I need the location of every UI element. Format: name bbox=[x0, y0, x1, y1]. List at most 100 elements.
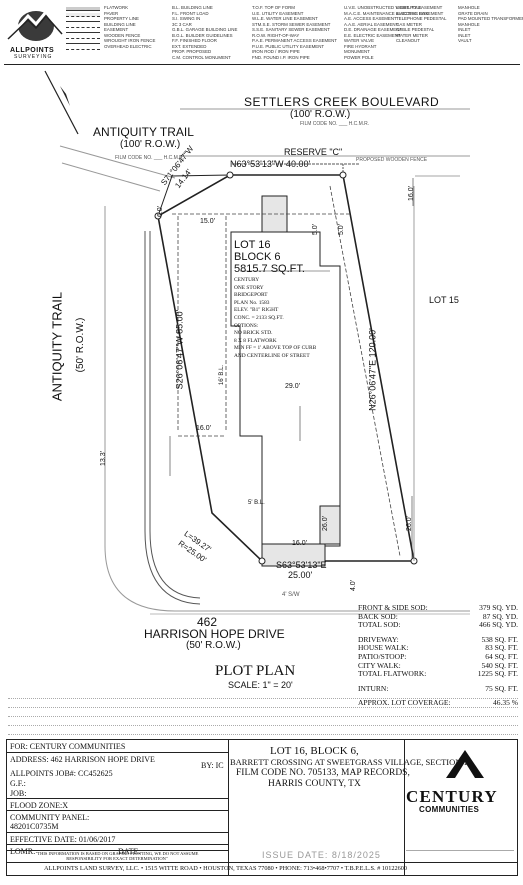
dim-16-mid: 16.0' bbox=[196, 425, 211, 432]
sod-label: CITY WALK: bbox=[358, 660, 401, 670]
legend-item: U.V.E. UNOBSTRUCTED VISIBILITY EASEMENT bbox=[344, 5, 443, 10]
house-detail-line: OPTIONS: bbox=[234, 322, 259, 329]
legend-item: PAD MOUNTED TRANSFORMER bbox=[458, 16, 523, 21]
sod-value: 466 SQ. YD. bbox=[479, 620, 518, 630]
sod-value: 64 SQ. FT. bbox=[485, 652, 518, 661]
sod-label: TOTAL SOD: bbox=[358, 620, 401, 630]
legend-swatch bbox=[66, 24, 100, 28]
house-detail-line: AND CENTERLINE OF STREET bbox=[234, 353, 310, 359]
legend-item: P.A.E. PERMANENT ACCESS EASEMENT bbox=[252, 38, 337, 43]
legend-item: EXT. EXTENDED bbox=[172, 43, 207, 49]
issue-date: ISSUE DATE: 8/18/2025 bbox=[262, 850, 381, 860]
community-panel-label: COMMUNITY PANEL: bbox=[10, 813, 90, 822]
legend-swatch bbox=[66, 7, 100, 11]
sod-value: 540 SQ. FT. bbox=[481, 660, 518, 670]
sod-value: 379 SQ. YD. bbox=[479, 603, 518, 612]
sod-label: BACK SOD: bbox=[358, 611, 398, 621]
legend-item: S.S.E. SANITARY SEWER EASEMENT bbox=[252, 27, 330, 32]
legal-film: FILM CODE NO. 705133, MAP RECORDS, bbox=[236, 768, 410, 778]
sod-value: 75 SQ. FT. bbox=[485, 683, 518, 693]
legend-item: G.B.L. GARAGE BUILDING LINE bbox=[172, 27, 238, 32]
century-logo-icon bbox=[446, 750, 484, 778]
header-divider bbox=[4, 64, 520, 65]
legend-item: T.O.F. TOP OF FORM bbox=[252, 5, 295, 10]
house-detail-line: BRIDGEPORT bbox=[234, 292, 268, 299]
sod-label: HOUSE WALK: bbox=[358, 643, 409, 653]
dim-13-3: 13.3' bbox=[99, 451, 107, 466]
legal-county: HARRIS COUNTY, TX bbox=[268, 779, 361, 789]
logo-text: ALLPOINTS bbox=[10, 47, 55, 54]
legend-item: PROPERTY LINE bbox=[104, 16, 139, 21]
sod-label: FRONT & SIDE SOD: bbox=[358, 603, 428, 612]
legend-item: INLET bbox=[458, 27, 471, 32]
sod-label: PATIO/STOOP: bbox=[358, 652, 407, 661]
dim-4: 4.0' bbox=[350, 579, 358, 592]
north-arrow-icon bbox=[44, 70, 79, 135]
legend-item: U.E. UTILITY EASEMENT bbox=[252, 10, 304, 16]
dim-16-bottom: 16.0' bbox=[292, 540, 307, 547]
bearing-bottom: S63°53'13"E bbox=[276, 560, 327, 570]
flood-zone-field: FLOOD ZONE:X bbox=[10, 801, 68, 810]
century-brand: CENTURY bbox=[406, 787, 498, 806]
legend-item: FND. FOUND I.P. IRON PIPE bbox=[252, 54, 310, 60]
legend-swatch bbox=[66, 35, 100, 39]
legend-item: GRATE DRAIN bbox=[458, 10, 488, 16]
dim-5b: 5.0' bbox=[338, 223, 346, 236]
legend-item: BUILDING LINE bbox=[104, 21, 136, 27]
street-antiquity-top-film: FILM CODE NO. ___ H.C.M.R. bbox=[115, 155, 185, 161]
fence-label: PROPOSED WOODEN FENCE bbox=[356, 157, 428, 163]
title-block bbox=[6, 739, 518, 876]
legend-item: D.E. DRAINAGE EASEMENT bbox=[344, 27, 403, 32]
disclaimer-divider bbox=[6, 850, 228, 851]
house-detail-line: CONC. = 2133 SQ.FT. bbox=[234, 315, 284, 321]
notes-strip bbox=[8, 692, 518, 736]
legend-item: MANHOLE bbox=[458, 21, 480, 27]
legend-item: P.U.E. PUBLIC UTILITY EASEMENT bbox=[252, 43, 325, 49]
dim-6-top: 6.0' bbox=[157, 205, 165, 218]
legend-item: POWER POLE bbox=[344, 54, 374, 60]
bearing-left: S26°06'47"W 85.00' bbox=[174, 309, 185, 390]
plot-plan-scale: SCALE: 1" = 20' bbox=[228, 680, 293, 690]
logo-subtext: SURVEYING bbox=[14, 54, 53, 60]
footer-divider bbox=[6, 862, 518, 863]
legend-item: WROUGHT IRON FENCE bbox=[104, 38, 156, 43]
legend-item: B.G.L. BUILDER GUIDELINES bbox=[172, 32, 233, 38]
legend-swatch bbox=[66, 40, 100, 44]
street-settlers-creek-row: (100' R.O.W.) bbox=[290, 109, 351, 120]
sod-label: TOTAL FLATWORK: bbox=[358, 669, 427, 679]
dim-15: 15.0' bbox=[200, 218, 215, 225]
street-antiquity-top-row: (100' R.O.W.) bbox=[120, 139, 181, 150]
reserve-label: RESERVE "C" bbox=[284, 147, 343, 157]
sod-value: 538 SQ. FT. bbox=[481, 634, 518, 644]
legend-item: WATER METER bbox=[396, 32, 428, 38]
info-panel: FOR: CENTURY COMMUNITIES ADDRESS: 462 HA… bbox=[6, 739, 228, 862]
lot-label: LOT 16 bbox=[234, 239, 271, 251]
house-detail-line: NO BRICK STD. bbox=[234, 330, 273, 337]
legend-item: F.F. FINISHED FLOOR bbox=[172, 38, 217, 43]
sod-label: INTURN: bbox=[358, 683, 389, 693]
gf-field: G.F.: bbox=[10, 779, 26, 788]
legend-item: ELECTRIC BOX bbox=[396, 10, 429, 16]
legend-item: S.I. SWING IN bbox=[172, 16, 201, 21]
bl-label-bottom: 5' B.L. bbox=[248, 500, 265, 506]
legend-item: CLEANOUT bbox=[396, 38, 420, 43]
house-detail-line: ONE STORY bbox=[234, 284, 264, 291]
legend-item: CABLE PEDESTAL bbox=[396, 27, 435, 32]
title-divider-1 bbox=[228, 739, 229, 876]
legend-item: IRON ROD / IRON PIPE bbox=[252, 49, 300, 54]
coverage-label: APPROX. LOT COVERAGE: bbox=[358, 698, 451, 708]
legend-item: W.L.E. WATER LINE EASEMENT bbox=[252, 16, 318, 21]
legend-item: WOODEN FENCE bbox=[104, 32, 141, 38]
title-divider-2 bbox=[404, 739, 405, 876]
street-settlers-creek: SETTLERS CREEK BOULEVARD bbox=[244, 95, 440, 109]
dim-5a: 5.0' bbox=[312, 223, 320, 236]
legend-item: WATER VALVE bbox=[344, 38, 375, 43]
street-antiquity-left-row: (50' R.O.W.) bbox=[75, 317, 86, 373]
sod-value: 87 SQ. YD. bbox=[482, 611, 518, 621]
legend-swatch bbox=[66, 12, 100, 17]
legal-subdivision: BARRETT CROSSING AT SWEETGRASS VILLAGE, … bbox=[230, 757, 470, 767]
street-antiquity-top: ANTIQUITY TRAIL bbox=[93, 125, 194, 139]
legend-item: A.A.E. AERIAL EASEMENT bbox=[344, 21, 399, 27]
